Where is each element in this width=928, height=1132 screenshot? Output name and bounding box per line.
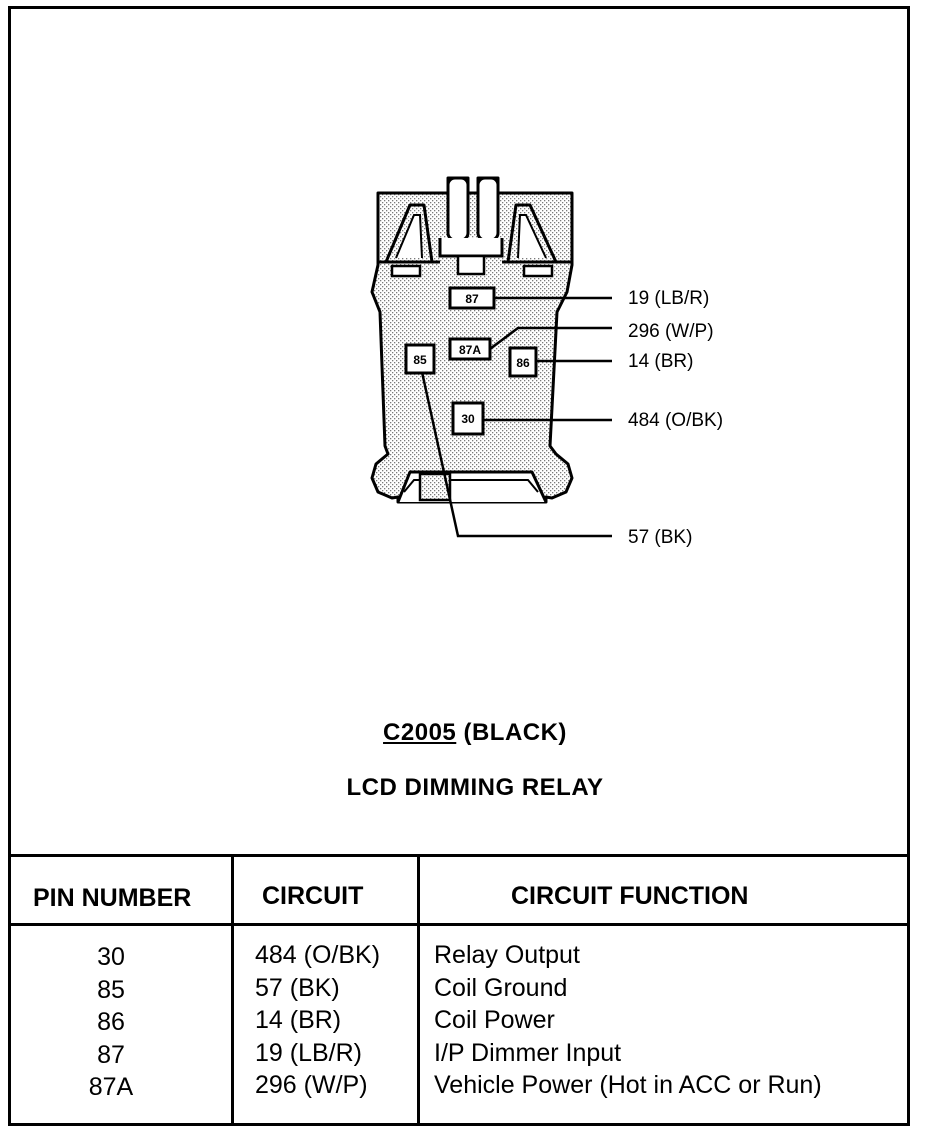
table-col-divider-2 — [417, 854, 420, 1125]
table-row-circuit: 57 (BK) — [255, 973, 340, 1002]
leader-87a — [489, 326, 612, 350]
table-row-pin: 30 — [97, 943, 125, 971]
pin-30: 30 — [451, 401, 485, 436]
table-row-circuit: 484 (O/BK) — [255, 941, 381, 969]
table-row-circuit: 14 (BR) — [255, 1006, 342, 1034]
header-pin-number: PIN NUMBER — [33, 884, 192, 912]
connector-id: C2005 — [383, 719, 457, 746]
latch-key — [456, 254, 486, 276]
table-row-function: I/P Dimmer Input — [434, 1038, 622, 1067]
header-circuit: CIRCUIT — [262, 882, 364, 910]
table-row-pin: 85 — [97, 975, 125, 1004]
table-row-circuit: 296 (W/P) — [255, 1071, 368, 1099]
connector-color: (BLACK) — [463, 719, 567, 746]
table-header-rule — [8, 923, 907, 926]
table-row-function: Coil Power — [434, 1006, 555, 1034]
pin-87-label: 87 — [465, 292, 479, 306]
table-row-pin: 87A — [88, 1073, 134, 1101]
table-row-function: Coil Ground — [434, 973, 568, 1002]
latch-tab-left — [446, 176, 470, 242]
pin-number-column: 30 85 86 87 87A — [66, 941, 156, 1104]
callout-85: 57 (BK) — [628, 527, 693, 548]
table-top-rule — [8, 854, 907, 857]
bracket-left — [384, 203, 434, 263]
callout-30: 484 (O/BK) — [628, 410, 724, 431]
connector-id-caption: C2005 (BLACK) — [0, 719, 928, 747]
circuit-column: 484 (O/BK) 57 (BK) 14 (BR) 19 (LB/R) 296… — [255, 939, 380, 1102]
pin-85-label: 85 — [413, 353, 427, 367]
latch-tab-right — [476, 176, 500, 242]
pin-85: 85 — [404, 343, 436, 375]
latch-base — [438, 238, 504, 258]
callout-87a: 296 (W/P) — [628, 321, 714, 342]
table-row-pin: 86 — [97, 1008, 125, 1036]
callout-86: 14 (BR) — [628, 351, 694, 372]
pin-table: PIN NUMBER CIRCUIT CIRCUIT FUNCTION 30 8… — [8, 854, 907, 1125]
leader-85 — [420, 371, 612, 538]
pin-86-label: 86 — [516, 356, 530, 370]
pin-30-label: 30 — [461, 412, 475, 426]
diagram-frame — [8, 6, 910, 1126]
table-row-pin: 87 — [97, 1040, 125, 1069]
table-row-function: Relay Output — [434, 941, 580, 969]
component-name: LCD DIMMING RELAY — [346, 774, 604, 801]
pin-87a-label: 87A — [459, 343, 481, 357]
pin-86: 86 — [508, 346, 538, 378]
table-row-function: Vehicle Power (Hot in ACC or Run) — [434, 1071, 822, 1099]
pin-87a: 87A — [448, 337, 492, 361]
table-col-divider-1 — [231, 854, 234, 1125]
bracket-right — [506, 203, 558, 263]
table-row-circuit: 19 (LB/R) — [255, 1038, 362, 1067]
header-circuit-function: CIRCUIT FUNCTION — [511, 882, 749, 910]
circuit-function-column: Relay Output Coil Ground Coil Power I/P … — [434, 939, 822, 1102]
pin-87: 87 — [448, 286, 496, 310]
callout-87: 19 (LB/R) — [628, 288, 710, 309]
